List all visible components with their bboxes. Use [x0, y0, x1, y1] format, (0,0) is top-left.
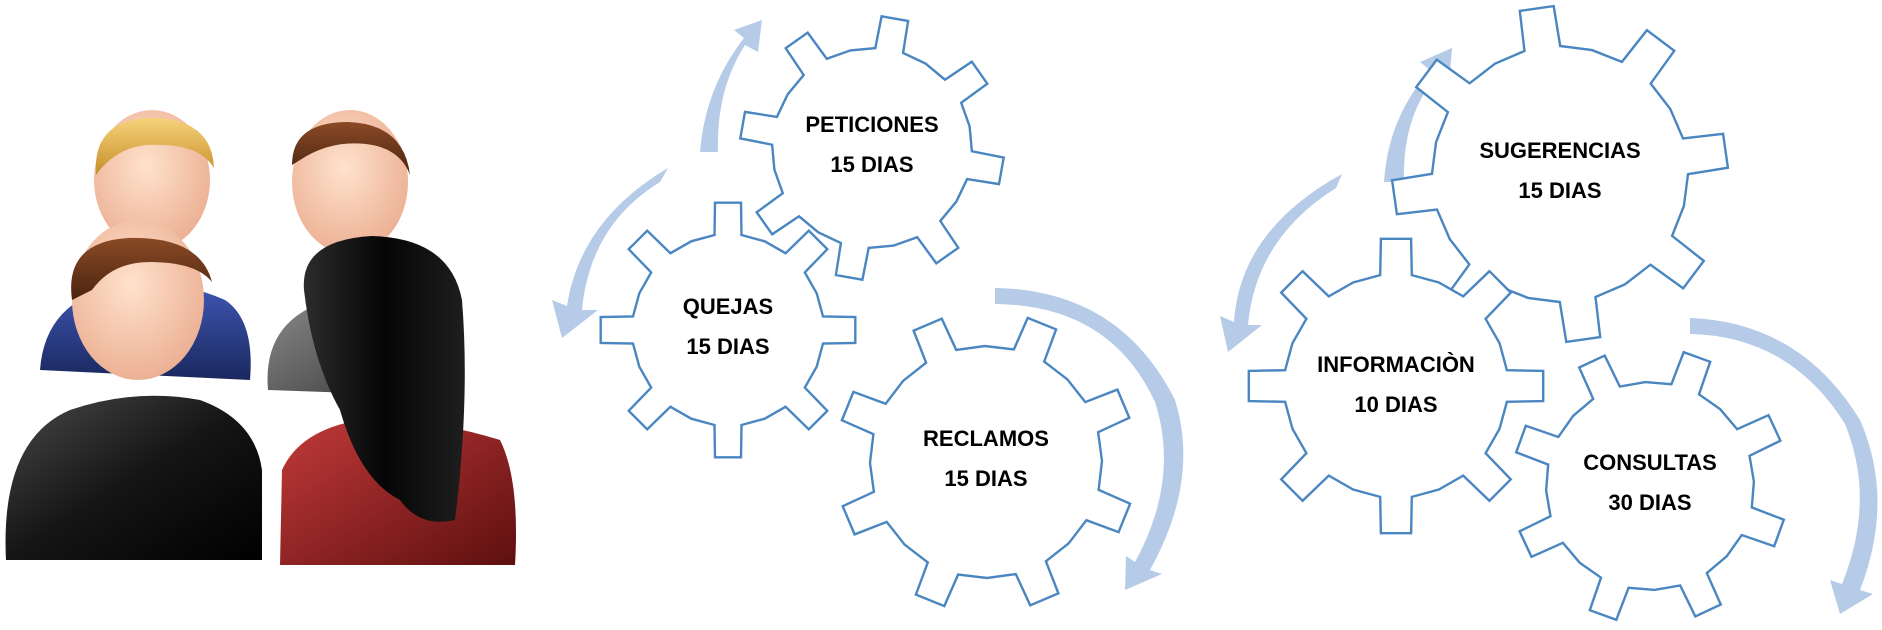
gear-label-reclamos-title: RECLAMOS: [923, 426, 1049, 451]
curved-arrow-icon: [552, 168, 668, 338]
gear-consultas-icon: [1514, 350, 1786, 622]
gear-label-peticiones-title: PETICIONES: [805, 112, 938, 137]
gears: [599, 4, 1786, 622]
curved-arrow-icon: [1384, 48, 1452, 182]
gear-label-informacion-title: INFORMACIÒN: [1317, 352, 1475, 377]
gear-label-sugerencias-days: 15 DIAS: [1518, 178, 1601, 203]
gear-peticiones-icon: [738, 14, 1006, 282]
curved-arrow-icon: [1220, 174, 1342, 352]
gear-label-sugerencias-title: SUGERENCIAS: [1479, 138, 1640, 163]
gear-label-peticiones-days: 15 DIAS: [830, 152, 913, 177]
gear-labels: PETICIONES 15 DIAS QUEJAS 15 DIAS RECLAM…: [683, 112, 1717, 515]
curved-arrow-icon: [1690, 318, 1878, 614]
gear-informacion-icon: [1247, 237, 1545, 535]
gear-label-quejas-days: 15 DIAS: [686, 334, 769, 359]
user-group-icon: [5, 110, 516, 565]
curved-arrow-icon: [700, 20, 762, 152]
gear-sugerencias-icon: [1390, 4, 1730, 344]
gear-reclamos-icon: [840, 316, 1132, 608]
gear-label-consultas-title: CONSULTAS: [1583, 450, 1717, 475]
gear-label-quejas-title: QUEJAS: [683, 294, 773, 319]
gear-label-informacion-days: 10 DIAS: [1354, 392, 1437, 417]
gear-label-reclamos-days: 15 DIAS: [944, 466, 1027, 491]
person-black-shirt-man: [5, 220, 263, 560]
curved-arrow-icon: [995, 288, 1184, 590]
person-woman: [280, 236, 516, 565]
gear-label-consultas-days: 30 DIAS: [1608, 490, 1691, 515]
gear-quejas-icon: [599, 201, 857, 459]
cycle-arrows: [552, 20, 1878, 614]
